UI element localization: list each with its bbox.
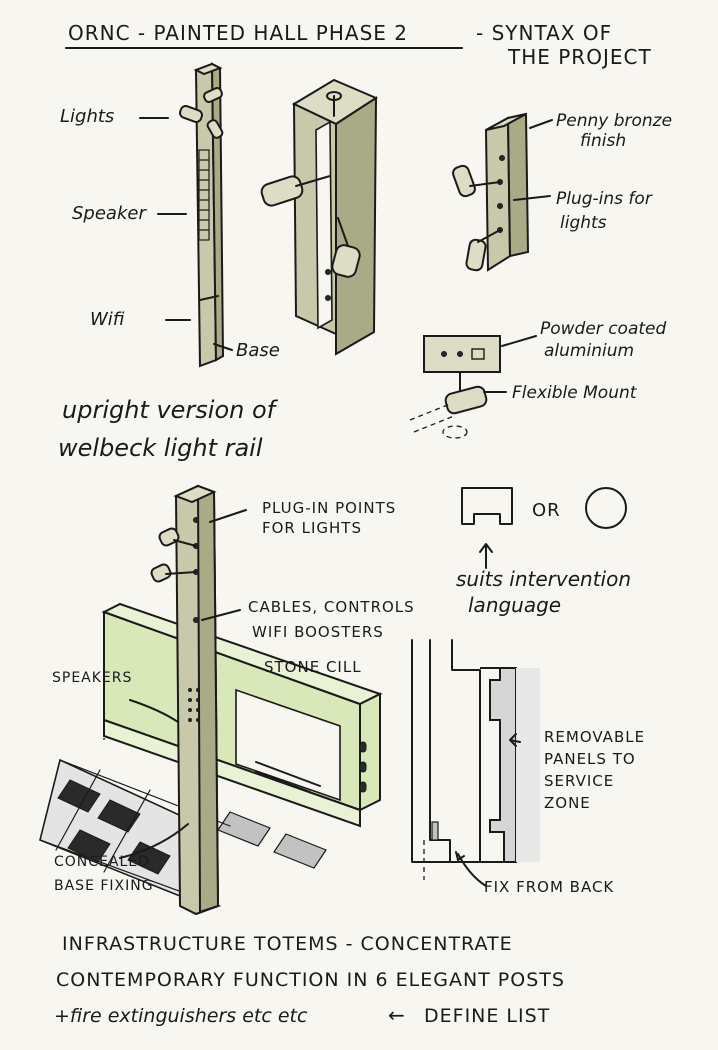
leader-concealed [119, 823, 189, 859]
label-lights: Lights [60, 106, 114, 127]
sketch-panel-section: REMOVABLE PANELS TO SERVICE ZONE FIX FRO… [411, 639, 645, 896]
footer-arrow-icon: ← [388, 1003, 406, 1027]
finish-front-face [484, 116, 512, 272]
label-speaker: Speaker [72, 203, 147, 224]
footer-notes: INFRASTRUCTURE TOTEMS - CONCENTRATE CONT… [54, 933, 565, 1027]
title-line-1: ORNC - PAINTED HALL PHASE 2 [68, 21, 408, 45]
footer-line-2: CONTEMPORARY FUNCTION IN 6 ELEGANT POSTS [56, 969, 565, 991]
sketch-channel-section [260, 78, 379, 356]
sketch-totem-in-situ: PLUG-IN POINTS FOR LIGHTS CABLES, CONTRO… [39, 484, 415, 916]
post-top [193, 62, 223, 76]
caption-suits-1: suits intervention [456, 567, 631, 591]
label-cables-2: WIFI BOOSTERS [252, 623, 384, 641]
round-profile-icon [585, 487, 627, 529]
label-removable-1: REMOVABLE [544, 728, 645, 746]
totem-light-icon [150, 527, 197, 583]
label-base: Base [236, 340, 280, 361]
title-line-1-suffix: - SYNTAX OF [476, 21, 612, 45]
sketch-finish-detail: Penny bronze finish Plug-ins for lights … [409, 111, 672, 439]
footer-line-3-suffix: DEFINE LIST [424, 1005, 550, 1027]
label-plugins-1: Plug-ins for [556, 189, 653, 209]
label-plugins-2: lights [560, 213, 607, 233]
label-fix-from-back: FIX FROM BACK [484, 878, 614, 896]
speaker-grille [198, 149, 210, 241]
section-outline [411, 639, 509, 863]
caption-upright-2: welbeck light rail [58, 434, 263, 462]
caption-suits-2: language [468, 593, 561, 617]
speaker-dots [188, 688, 200, 722]
leader-fix-back [457, 853, 487, 887]
label-removable-4: ZONE [544, 794, 591, 812]
label-concealed-1: CONCEALED [54, 854, 150, 870]
leader-cables [201, 609, 241, 621]
footer-line-3-prefix: +fire extinguishers etc etc [54, 1005, 308, 1027]
label-finish-2: finish [580, 131, 626, 151]
section-options: OR suits intervention language [456, 487, 631, 617]
spot-light-icon [260, 175, 361, 278]
label-plugin-points-1: PLUG-IN POINTS [262, 499, 396, 517]
label-powder-2: aluminium [544, 341, 634, 361]
floor-tiles [39, 758, 327, 907]
caption-upright-1: upright version of [62, 396, 279, 424]
arrow-left-icon [509, 733, 521, 747]
finish-side-face [506, 112, 530, 258]
label-concealed-2: BASE FIXING [54, 878, 154, 894]
label-speakers: SPEAKERS [52, 670, 132, 686]
or-label: OR [532, 500, 561, 521]
leader-finish [529, 119, 553, 129]
leader-base [213, 343, 233, 351]
leader-plugins [513, 195, 551, 201]
channel-right-face [335, 96, 378, 356]
channel-profile-icon [461, 487, 513, 525]
section-wall [480, 667, 517, 863]
leader-speakers [129, 699, 179, 723]
flexible-mount [409, 335, 501, 439]
label-removable-2: PANELS TO [544, 750, 636, 768]
title-block: ORNC - PAINTED HALL PHASE 2 - SYNTAX OF … [65, 21, 652, 69]
label-removable-3: SERVICE [544, 772, 614, 790]
footer-line-1: INFRASTRUCTURE TOTEMS - CONCENTRATE [62, 933, 513, 955]
light-fitting-icon [179, 86, 224, 139]
leader-powder [501, 335, 537, 347]
leader-plugin-points [209, 509, 247, 523]
plug-in-light-icon [452, 164, 501, 272]
sketch-upright-post: Lights Speaker Wifi Base [60, 62, 280, 368]
label-mount: Flexible Mount [512, 383, 638, 403]
label-finish-1: Penny bronze [556, 111, 672, 131]
label-powder-1: Powder coated [540, 319, 666, 339]
label-cables-1: CABLES, CONTROLS [248, 598, 415, 616]
label-wifi: Wifi [90, 309, 125, 330]
title-line-2: THE PROJECT [507, 45, 652, 69]
label-plugin-points-2: FOR LIGHTS [262, 519, 362, 537]
label-stone-cill: STONE CILL [264, 658, 362, 676]
